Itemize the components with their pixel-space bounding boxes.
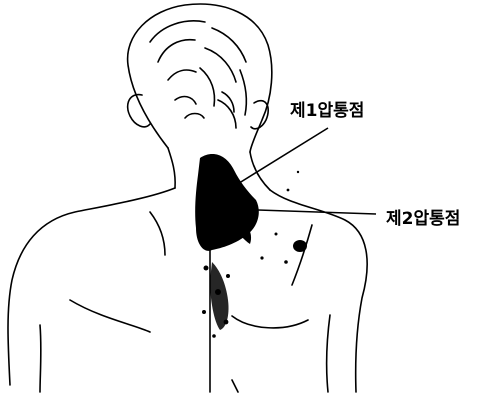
left-arm-inner — [40, 325, 41, 392]
label-point-1: 제1압통점 — [290, 100, 364, 121]
hair-strand — [205, 48, 236, 82]
pain-zone — [195, 154, 307, 338]
leader-line-2 — [258, 210, 376, 214]
hair-strand — [212, 28, 246, 62]
hair-strand — [175, 97, 196, 104]
left-trap-contour — [150, 212, 165, 255]
left-shoulder — [8, 188, 175, 385]
right-shoulder — [270, 190, 367, 392]
right-scapula-contour — [232, 316, 308, 328]
label-point-2: 제2압통점 — [386, 208, 460, 229]
hair-strand — [185, 114, 204, 119]
right-arm-inner — [327, 315, 330, 392]
hair-strand — [240, 70, 246, 115]
neck-left — [168, 148, 175, 188]
hair-strand — [222, 92, 234, 112]
leader-line-1 — [236, 128, 328, 185]
left-scapula-contour — [70, 300, 150, 332]
small-mark — [232, 380, 238, 392]
hair-strand — [200, 68, 214, 106]
hair-strand — [150, 21, 205, 42]
head-outline — [128, 4, 272, 152]
right-trap-contour — [292, 225, 312, 285]
hair-strand — [168, 70, 196, 80]
hair-strand — [158, 40, 195, 62]
